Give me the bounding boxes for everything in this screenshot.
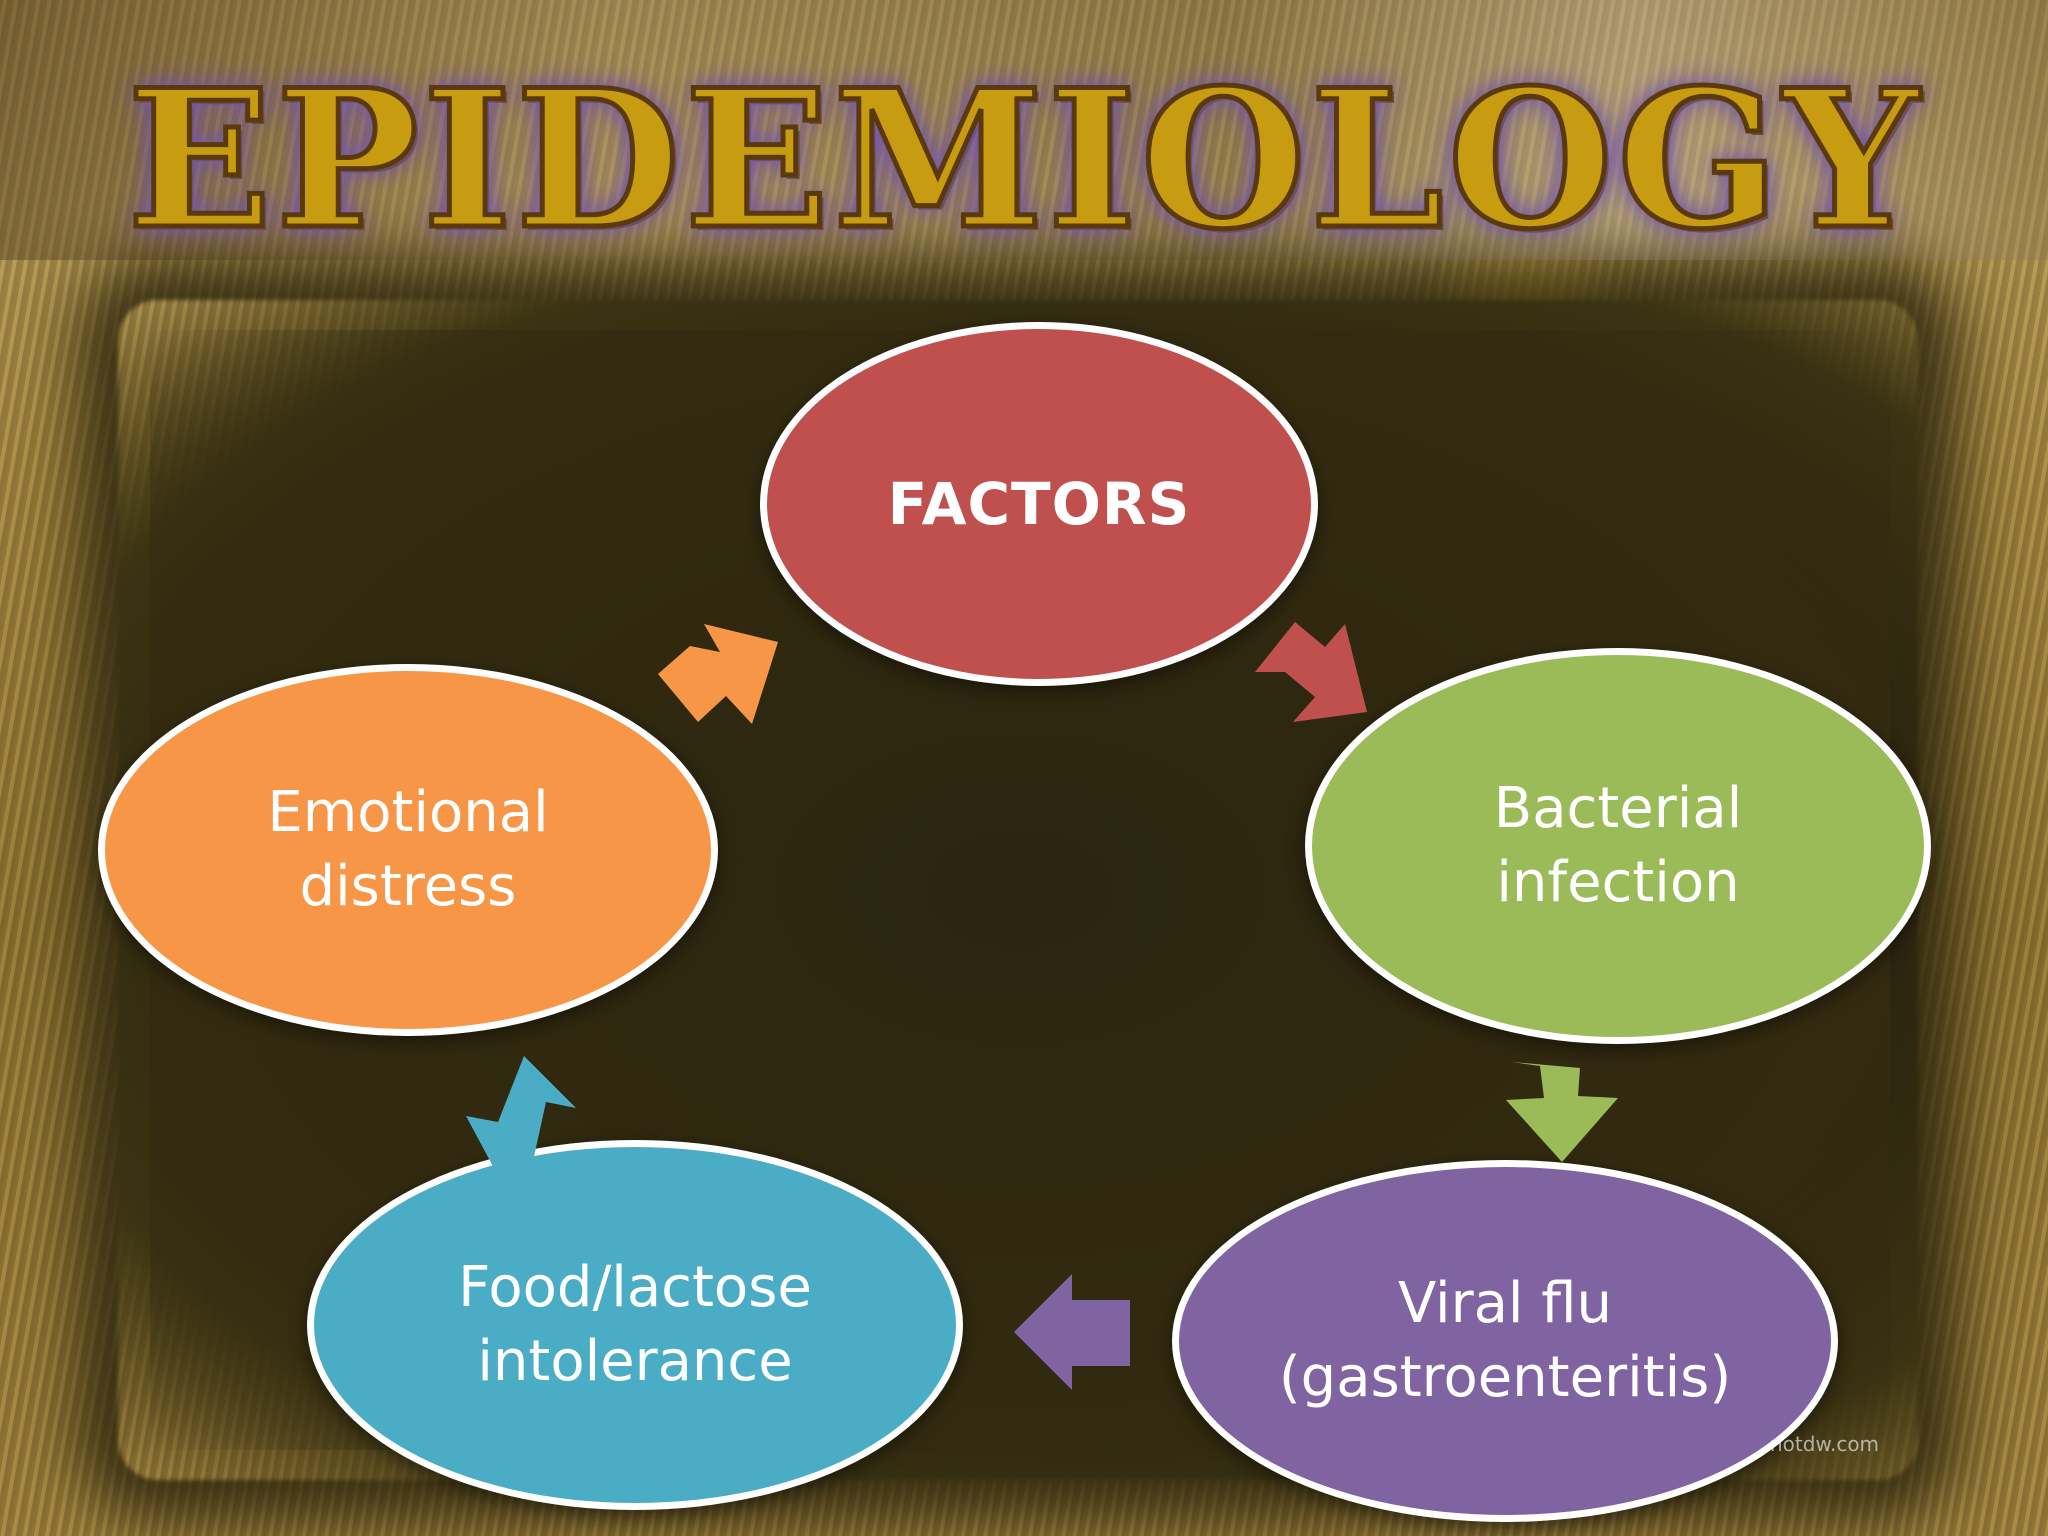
watermark: notdw.com [1770, 1432, 1880, 1456]
arrow-food-to-emotional-shape [466, 1056, 576, 1172]
arrow-factors-to-bacterial-shape [1255, 622, 1367, 722]
arrow-food-to-emotional [466, 1056, 576, 1172]
node-factors-label: FACTORS [887, 470, 1191, 538]
node-emotional-distress: Emotional distress [98, 664, 718, 1036]
node-food-lactose-intolerance-label: Food/lactose intolerance [458, 1255, 812, 1394]
arrow-emotional-to-factors-shape [658, 624, 778, 724]
node-viral-flu-label: Viral flu (gastroenteritis) [1278, 1271, 1732, 1410]
node-food-lactose-intolerance: Food/lactose intolerance [307, 1140, 963, 1510]
arrow-factors-to-bacterial [1255, 622, 1367, 722]
arrow-emotional-to-factors [658, 624, 778, 724]
node-viral-flu: Viral flu (gastroenteritis) [1172, 1160, 1838, 1522]
node-bacterial-infection-label: Bacterial infection [1493, 776, 1743, 915]
arrow-bacterial-to-viral [1506, 1062, 1618, 1162]
arrow-viral-to-food [1014, 1274, 1130, 1390]
slide-title: EPIDEMIOLOGY [125, 48, 1923, 271]
node-bacterial-infection: Bacterial infection [1305, 648, 1931, 1044]
arrow-bacterial-to-viral-shape [1506, 1062, 1618, 1162]
node-emotional-distress-label: Emotional distress [267, 780, 549, 919]
node-factors: FACTORS [760, 322, 1318, 686]
background-top-scene [0, 0, 2048, 260]
arrow-viral-to-food-shape [1014, 1274, 1130, 1390]
